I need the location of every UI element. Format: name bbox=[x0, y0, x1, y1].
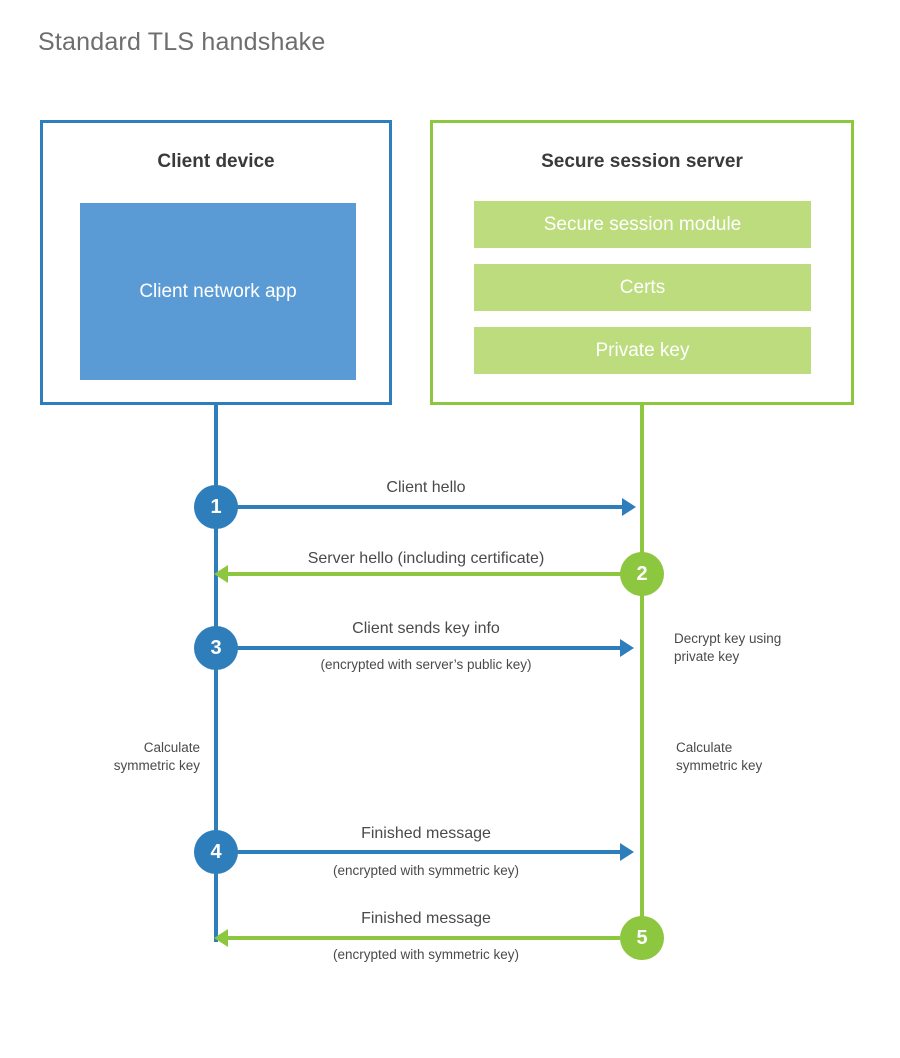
arrow-head-step-3 bbox=[620, 639, 634, 657]
arrow-line-step-2 bbox=[228, 572, 628, 576]
client-device-title: Client device bbox=[157, 151, 275, 172]
secure-session-server-box: Secure session server Secure session mod… bbox=[430, 120, 854, 405]
arrow-line-step-4 bbox=[216, 850, 620, 854]
step-circle-4: 4 bbox=[194, 830, 238, 874]
note-client-calculate-symmetric-key: Calculate symmetric key bbox=[113, 740, 200, 773]
arrow-line-step-3 bbox=[216, 646, 620, 650]
client-network-app-block: Client network app bbox=[80, 203, 356, 380]
arrow-line-step-1 bbox=[216, 505, 622, 509]
message-sublabel-step-3: (encrypted with server’s public key) bbox=[320, 657, 532, 672]
secure-session-server-title: Secure session server bbox=[541, 151, 743, 172]
arrow-head-step-2 bbox=[214, 565, 228, 583]
message-label-step-3: Client sends key info bbox=[352, 620, 500, 637]
client-lifeline bbox=[214, 405, 218, 942]
arrow-head-step-1 bbox=[622, 498, 636, 516]
step-circle-5: 5 bbox=[620, 916, 664, 960]
message-label-step-4: Finished message bbox=[361, 825, 491, 842]
message-sublabel-step-5: (encrypted with symmetric key) bbox=[332, 947, 520, 962]
server-block-certs: Certs bbox=[474, 264, 811, 311]
page-title: Standard TLS handshake bbox=[38, 28, 326, 56]
note-decrypt-key: Decrypt key using private key bbox=[674, 631, 782, 664]
step-circle-3: 3 bbox=[194, 626, 238, 670]
step-circle-2: 2 bbox=[620, 552, 664, 596]
arrow-head-step-4 bbox=[620, 843, 634, 861]
message-sublabel-step-4: (encrypted with symmetric key) bbox=[332, 863, 520, 878]
client-device-box: Client device Client network app bbox=[40, 120, 392, 405]
message-label-step-2: Server hello (including certificate) bbox=[307, 550, 545, 567]
arrow-head-step-5 bbox=[214, 929, 228, 947]
arrow-line-step-5 bbox=[228, 936, 620, 940]
server-block-private-key: Private key bbox=[474, 327, 811, 374]
message-label-step-5: Finished message bbox=[361, 910, 491, 927]
server-lifeline bbox=[640, 405, 644, 922]
server-block-secure-session-module: Secure session module bbox=[474, 201, 811, 248]
message-label-step-1: Client hello bbox=[386, 479, 466, 496]
step-circle-1: 1 bbox=[194, 485, 238, 529]
note-server-calculate-symmetric-key: Calculate symmetric key bbox=[676, 740, 763, 773]
